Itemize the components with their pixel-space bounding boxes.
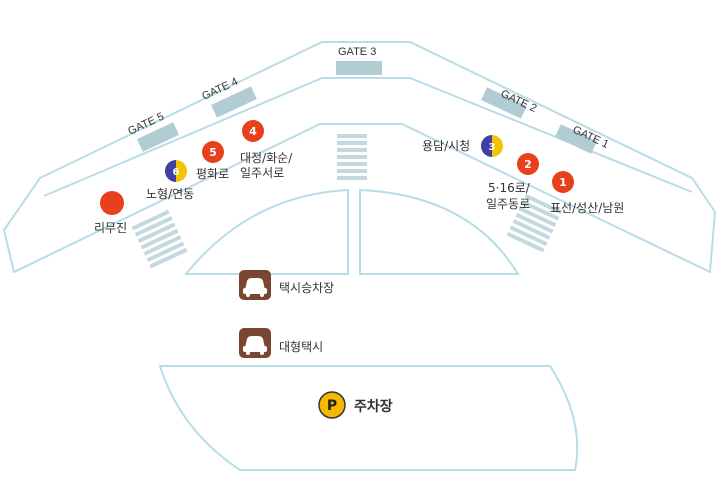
- stop-4-label-line1: 대정/화순/: [240, 151, 293, 165]
- large-taxi-icon[interactable]: [239, 328, 271, 358]
- stop-2-marker[interactable]: [517, 153, 539, 175]
- stop-limousine-marker[interactable]: [100, 191, 124, 215]
- large-taxi-label: 대형택시: [279, 340, 323, 354]
- stop-1-number: 1: [559, 176, 567, 189]
- stop-5-label: 평화로: [196, 167, 229, 181]
- stop-6-marker[interactable]: 6: [165, 160, 187, 182]
- stop-2-label-line1: 5·16로/: [488, 181, 531, 195]
- stop-5-number: 5: [209, 146, 217, 159]
- gate1-block: [554, 124, 598, 154]
- island-right: [359, 188, 520, 275]
- stop-3-marker[interactable]: 3: [481, 135, 503, 157]
- terminal-inner-line: [43, 77, 693, 197]
- stop-limousine-label: 리무진: [94, 221, 127, 235]
- stop-6-label: 노형/연동: [146, 187, 194, 201]
- escalator-right: [506, 193, 563, 253]
- stop-4-label-line2: 일주서로: [240, 166, 284, 180]
- stop-4-marker[interactable]: [242, 120, 264, 142]
- escalator-center: [337, 134, 367, 180]
- stop-3-label: 용담/시청: [422, 139, 470, 153]
- island-left: [183, 188, 349, 275]
- stop-6-number: 6: [173, 167, 180, 178]
- parking-badge-letter: P: [327, 398, 337, 414]
- gate4-block: [211, 86, 257, 118]
- stop-5-marker[interactable]: [202, 141, 224, 163]
- escalator-left: [131, 209, 188, 269]
- terminal-building: [2, 41, 717, 274]
- stop-1-label: 표선/성산/남원: [550, 201, 624, 215]
- taxi-stand-label: 택시승차장: [279, 281, 334, 295]
- stop-2-label-line2: 일주동로: [486, 197, 530, 211]
- stop-3-number: 3: [489, 142, 496, 153]
- taxi-stand-icon[interactable]: [239, 270, 271, 300]
- gate3-block: [336, 61, 382, 75]
- gate-3-label: GATE 3: [338, 46, 376, 58]
- parking-icon[interactable]: P: [318, 391, 346, 419]
- parking-label: 주차장: [354, 398, 393, 415]
- parking-lot-area: [158, 365, 579, 471]
- stop-4-number: 4: [249, 125, 257, 138]
- gate5-block: [136, 122, 180, 152]
- stop-1-marker[interactable]: [552, 171, 574, 193]
- gate2-block: [481, 87, 527, 119]
- stop-2-number: 2: [524, 158, 532, 171]
